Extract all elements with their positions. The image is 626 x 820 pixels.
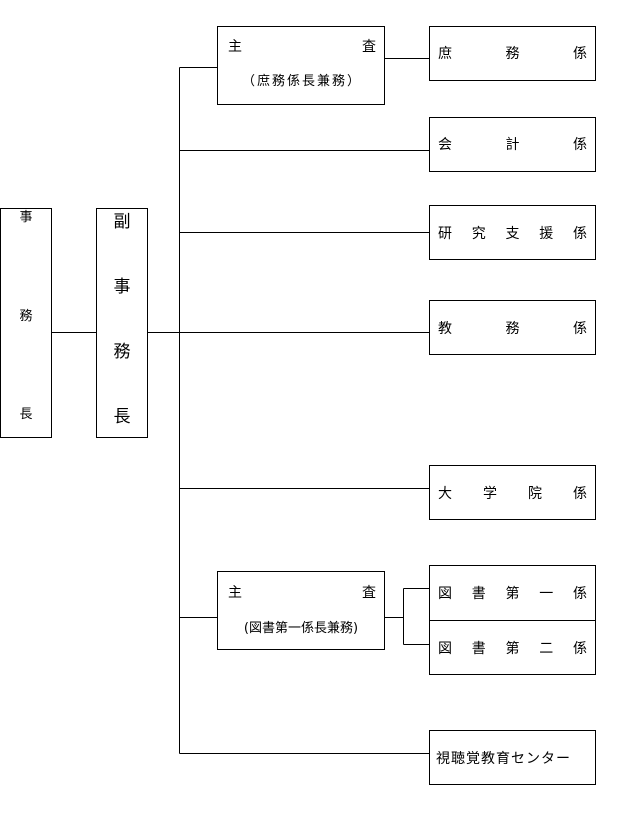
section-accounting: 会 計 係 [429,117,596,172]
section-research-support: 研 究 支 援 係 [429,205,596,260]
director-box: 事 務 長 [0,208,52,438]
chief-note: （庶務係長兼務） [241,74,362,89]
section-general-affairs: 庶 務 係 [429,26,596,81]
chief-title: 主 査 [228,585,376,601]
chief-box-library: 主 査 (図書第一係長兼務) [217,571,385,650]
section-av-center: 視聴覚教育センター [429,730,596,785]
deputy-director-label: 副 事 務 長 [113,212,131,427]
section-library-1: 図 書 第 一 係 [429,565,596,621]
chief-title: 主 査 [228,39,376,55]
director-label: 事 務 長 [19,210,33,422]
chief-box-general: 主 査 （庶務係長兼務） [217,26,385,105]
section-academic-affairs: 教 務 係 [429,300,596,355]
section-graduate-school: 大 学 院 係 [429,465,596,520]
chief-note: (図書第一係長兼務) [243,621,359,636]
deputy-director-box: 副 事 務 長 [96,208,148,438]
section-library-2: 図 書 第 二 係 [429,620,596,675]
